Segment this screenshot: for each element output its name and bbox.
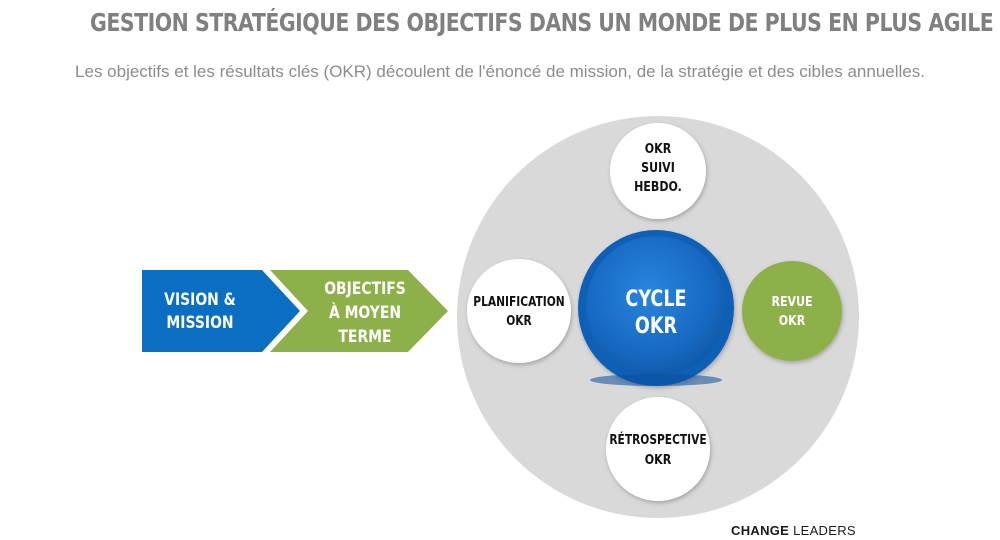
retrospective-node: RÉTROSPECTIVE OKR <box>606 397 710 501</box>
change-leaders-logo: CHANGE LEADERS <box>731 523 856 538</box>
logo-part2: LEADERS <box>793 523 856 538</box>
top-line2: SUIVI <box>641 160 675 175</box>
center-line2: OKR <box>635 313 677 338</box>
objectifs-arrow-shape <box>270 270 448 352</box>
right-line1: REVUE <box>771 294 812 309</box>
vision-line2: MISSION <box>166 313 233 333</box>
top-line1: OKR <box>645 141 672 156</box>
planification-node: PLANIFICATION OKR <box>467 259 571 363</box>
left-line2: OKR <box>506 313 532 328</box>
page-subtitle: Les objectifs et les résultats clés (OKR… <box>75 62 925 81</box>
vision-arrow-shape <box>142 270 300 352</box>
objectifs-arrow: OBJECTIFS À MOYEN TERME <box>270 270 448 352</box>
center-line1: CYCLE <box>625 286 686 311</box>
center-inner-disk <box>586 236 726 376</box>
objectifs-line2: À MOYEN <box>329 302 401 323</box>
top-line3: HEBDO. <box>634 179 682 194</box>
center-edge-shade <box>590 374 722 386</box>
bottom-line1: RÉTROSPECTIVE <box>609 431 706 447</box>
logo-part1: CHANGE <box>731 523 790 538</box>
page-title: GESTION STRATÉGIQUE DES OBJECTIFS DANS U… <box>90 8 994 37</box>
right-node-circle <box>742 261 842 361</box>
bottom-line2: OKR <box>645 452 672 467</box>
revue-okr-node: REVUE OKR <box>742 261 842 361</box>
vision-mission-arrow: VISION & MISSION <box>142 270 300 352</box>
okr-suivi-hebdo-node: OKR SUIVI HEBDO. <box>610 123 706 219</box>
vision-line1: VISION & <box>164 290 236 310</box>
objectifs-line1: OBJECTIFS <box>324 279 406 299</box>
left-node-circle <box>467 259 571 363</box>
right-line2: OKR <box>779 313 806 328</box>
cycle-okr-center: CYCLE OKR <box>578 230 734 386</box>
left-line1: PLANIFICATION <box>473 294 564 309</box>
objectifs-line3: TERME <box>338 327 391 347</box>
top-node-circle <box>610 123 706 219</box>
bottom-node-circle <box>606 397 710 501</box>
